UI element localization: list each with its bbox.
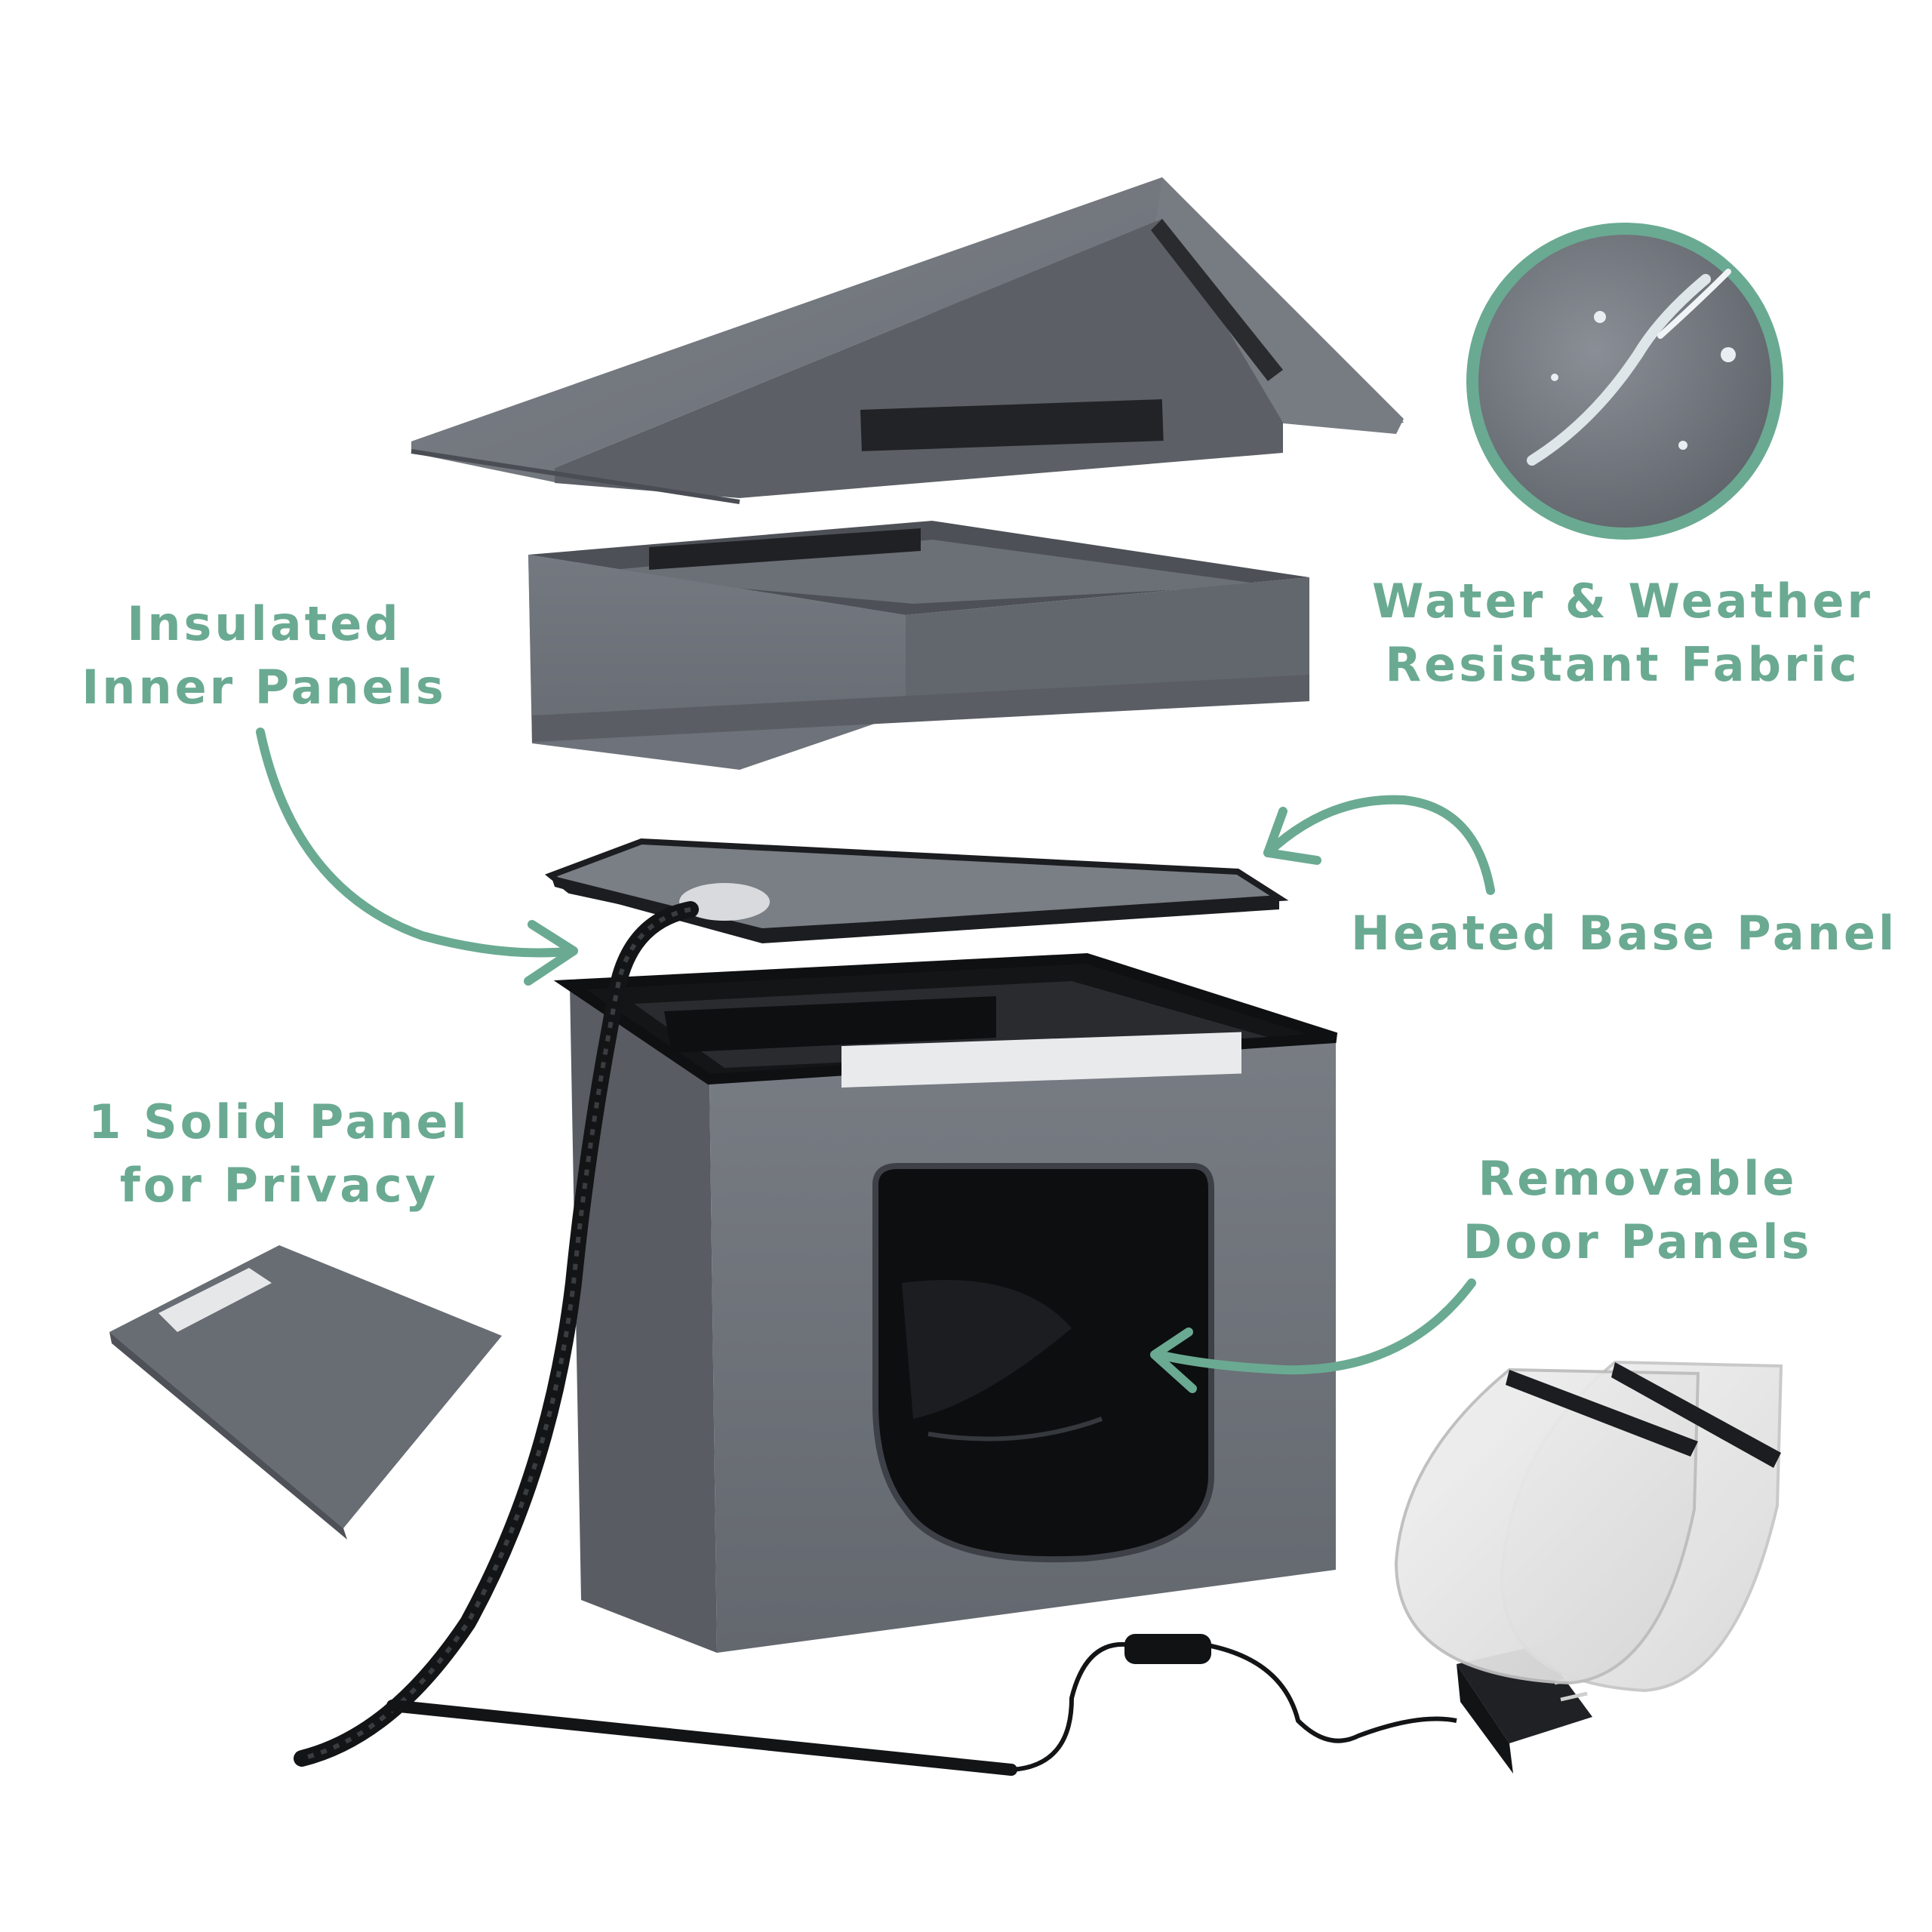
label-line: Resistant Fabric: [1385, 637, 1860, 692]
label-line: Door Panels: [1463, 1214, 1813, 1269]
solid-panel-privacy-label: 1 Solid Panel for Privacy: [83, 1091, 475, 1217]
water-weather-resistant-label: Water & Weather Resistant Fabric: [1366, 570, 1879, 697]
label-line: Removable: [1478, 1151, 1798, 1206]
label-line: 1 Solid Panel: [88, 1094, 470, 1149]
curved-arrow-icon: [1150, 1278, 1476, 1393]
heated-base-panel: [545, 838, 1289, 943]
insulated-inner-panel-tray: [528, 521, 1309, 770]
curved-arrow-icon: [1263, 795, 1495, 895]
solid-privacy-panel: [109, 1245, 502, 1540]
label-line: Insulated: [127, 596, 401, 651]
cat-house-box: [553, 952, 1338, 1653]
heated-base-panel-label: Heated Base Panel: [1351, 902, 1898, 965]
insulated-inner-panels-label: Insulated Inner Panels: [68, 592, 460, 719]
water-droplet-fabric-icon: [1466, 223, 1783, 540]
label-line: for Privacy: [119, 1158, 439, 1213]
power-cord: [294, 901, 1457, 1776]
label-line: Heated Base Panel: [1351, 906, 1898, 961]
removable-door-panels-label: Removable Door Panels: [1449, 1147, 1826, 1274]
curved-arrow-icon: [256, 728, 578, 986]
removable-door-panels: [1394, 1360, 1783, 1693]
label-line: Inner Panels: [82, 660, 447, 715]
roof-panel: [411, 177, 1404, 504]
door-opening: [872, 1163, 1214, 1563]
label-line: Water & Weather: [1372, 574, 1873, 629]
